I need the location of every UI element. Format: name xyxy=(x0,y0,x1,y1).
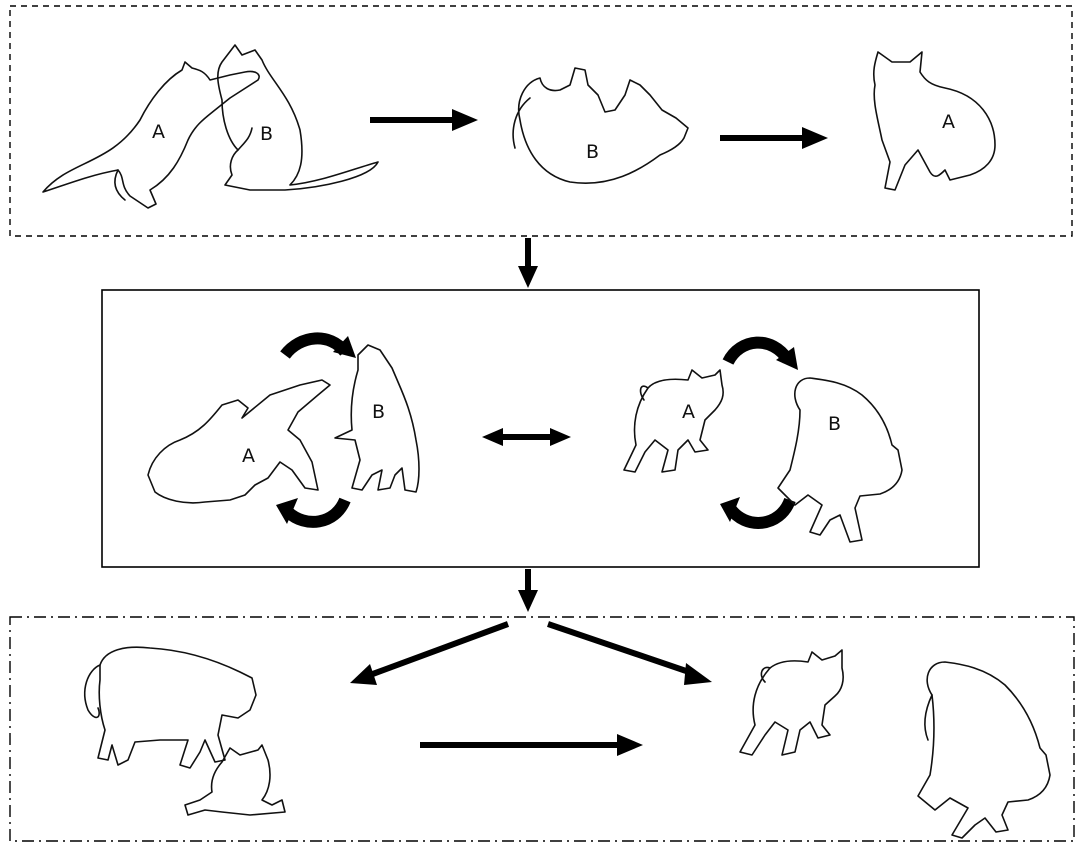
curved-arrow-bottom-left xyxy=(283,497,351,528)
label-a: A xyxy=(942,111,955,133)
curved-arrow-top-right xyxy=(722,336,794,366)
arrowhead xyxy=(518,266,538,288)
curved-arrow-bottom-right xyxy=(725,497,796,529)
top-panel xyxy=(9,5,1073,237)
label-a: A xyxy=(242,445,255,467)
arrow-branch-left xyxy=(368,621,510,678)
bottom-panel xyxy=(9,616,1075,842)
cat-a-crouching: A xyxy=(623,369,724,473)
label-a: A xyxy=(682,401,695,423)
cat-b-arched: B xyxy=(777,377,903,543)
cat-a-pouncing: A xyxy=(42,61,260,209)
cat-a-on-back: A xyxy=(147,379,331,504)
arrowhead xyxy=(802,127,828,149)
arrowhead xyxy=(350,664,377,685)
arrowhead xyxy=(550,428,571,446)
cat-a-sitting: A xyxy=(872,51,996,191)
cat-b-sitting: B xyxy=(217,44,379,191)
label-b: B xyxy=(260,123,273,145)
arrowhead xyxy=(776,347,798,370)
arrowhead xyxy=(276,498,298,524)
arrowhead xyxy=(333,336,356,358)
label-a: A xyxy=(152,121,165,143)
arrow-branch-right xyxy=(547,621,693,676)
middle-panel xyxy=(101,289,980,568)
cat-arched-standing xyxy=(84,646,257,769)
arrowhead xyxy=(482,428,503,446)
cat-lying-down xyxy=(184,744,286,816)
cat-b-standing: B xyxy=(334,344,420,493)
label-b: B xyxy=(586,141,599,163)
cat-crouching-small xyxy=(739,649,844,756)
label-b: B xyxy=(372,401,385,423)
cat-b-rolled-on-back: B xyxy=(512,67,689,184)
arrowhead xyxy=(452,109,478,131)
arrowhead xyxy=(720,497,740,522)
arrowhead xyxy=(617,734,643,756)
arrowhead xyxy=(684,663,712,685)
arrowhead xyxy=(518,590,538,612)
label-b: B xyxy=(828,413,841,435)
cat-arched-large xyxy=(917,661,1051,839)
